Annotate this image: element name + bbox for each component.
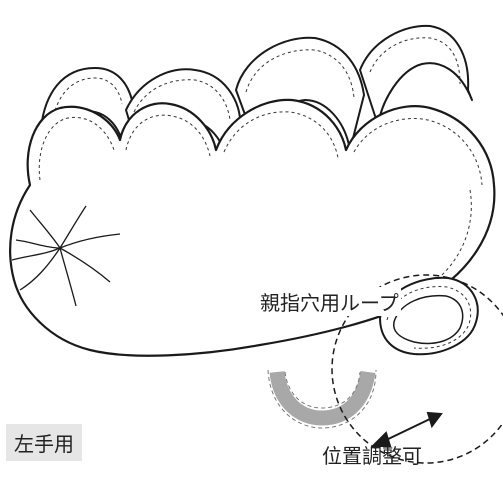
loop-position-highlight xyxy=(269,370,376,426)
finger-loop-4 xyxy=(359,24,473,126)
adjust-arrow xyxy=(370,411,443,447)
thumb-loop-label: 親指穴用ループ xyxy=(258,287,401,316)
left-hand-label: 左手用 xyxy=(6,424,82,461)
position-adjustable-label: 位置調整可 xyxy=(322,444,422,468)
adjust-area-circle xyxy=(331,274,503,464)
gather-lines xyxy=(11,205,121,307)
